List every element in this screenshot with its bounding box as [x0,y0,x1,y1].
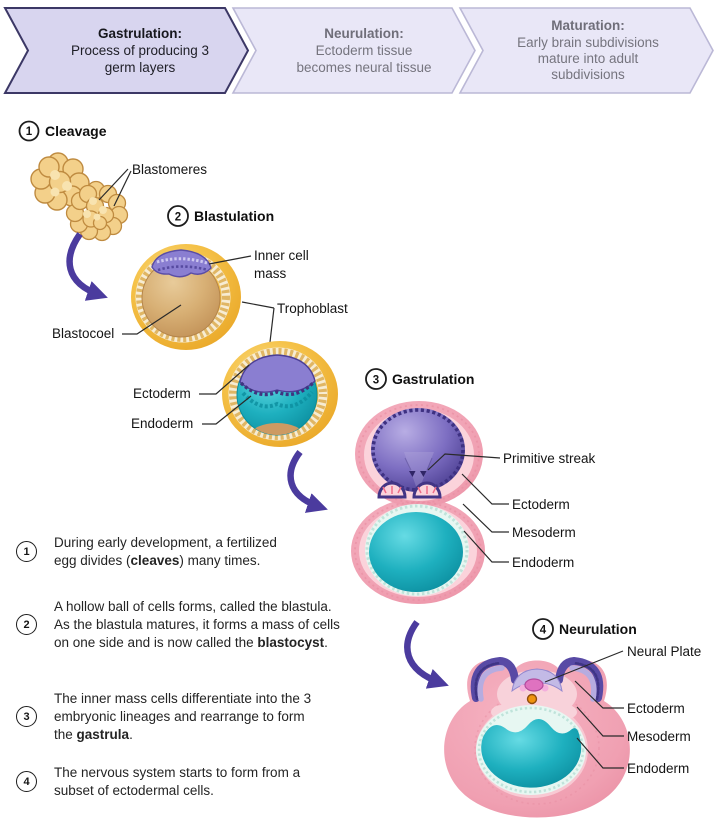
neural-groove-shape [524,678,544,692]
blastocyst-late-illustration [222,341,338,447]
step-title-blastulation: Blastulation [194,208,274,224]
label-inner-cell-mass: Inner cell mass [208,248,309,281]
banner-chevron-neurulation [231,7,476,94]
banner-gastrulation-line2: germ layers [105,60,176,75]
banner-neurulation-line2: becomes neural tissue [296,60,431,75]
note-number-badge: 1 [16,541,37,563]
gut-cavity-shape [481,718,582,788]
label-neurula-mesoderm: Mesoderm [576,706,691,744]
note-item: 2 A hollow ball of cells forms, called t… [16,598,342,651]
svg-text:2: 2 [175,212,181,224]
banner-chevron-gastrulation [3,7,250,94]
svg-text:Blastocoel: Blastocoel [52,326,114,341]
label-blastomeres: Blastomeres [98,162,207,207]
morula-illustration-small [30,152,90,211]
svg-text:Endoderm: Endoderm [512,555,574,570]
step-number-badge [167,205,189,227]
step-number-badge [18,120,40,142]
endoderm-chamber-shape [369,512,463,592]
note-text: A hollow ball of cells forms, called the… [54,599,340,650]
svg-text:Ectoderm: Ectoderm [627,701,685,716]
note-text: During early development, a fertilized e… [54,535,277,568]
svg-text:1: 1 [26,126,33,138]
label-neurula-endoderm: Endoderm [576,737,689,776]
label-gastrula-endoderm: Endoderm [463,530,574,570]
svg-text:mass: mass [254,266,287,281]
note-text: The inner mass cells differentiate into … [54,691,312,742]
note-number-badge: 4 [16,771,37,793]
ectoderm-chamber-shape [371,408,465,492]
step-heading-blastulation: 2 Blastulation [167,205,274,227]
label-neurula-ectoderm: Ectoderm [574,680,685,716]
note-number-badge: 3 [16,706,37,728]
label-gastrula-ectoderm: Ectoderm [461,473,570,512]
svg-text:Blastomeres: Blastomeres [132,162,207,177]
curved-arrow-icon [287,450,328,513]
banner-maturation-line1: Early brain subdivisions [517,35,659,50]
banner-neurulation-title: Neurulation: [324,26,404,41]
svg-text:Mesoderm: Mesoderm [627,729,691,744]
label-neural-plate: Neural Plate [544,644,701,683]
note-item: 1 During early development, a fertilized… [16,534,279,570]
svg-text:4: 4 [540,625,547,637]
svg-text:3: 3 [373,375,379,387]
label-gastrula-mesoderm: Mesoderm [462,503,576,540]
primitive-streak-marks [404,457,433,477]
step-title-gastrulation: Gastrulation [392,371,474,387]
svg-text:Inner cell: Inner cell [254,248,309,263]
label-blastocoel: Blastocoel [52,304,182,341]
curved-arrow-icon [404,620,449,689]
ectoderm-band-shape [239,354,316,393]
step-heading-cleavage: 1 Cleavage [18,120,107,142]
label-primitive-streak: Primitive streak [427,451,596,471]
blastocyst-early-illustration [131,244,241,350]
svg-text:Endoderm: Endoderm [627,761,689,776]
banner-maturation-line2: mature into adult [538,51,639,66]
banner-maturation-line3: subdivisions [551,67,625,82]
inner-cell-mass-shape [151,249,212,278]
neural-fold-right [555,656,604,702]
note-item: 4 The nervous system starts to form from… [16,764,319,800]
banner-chevron-maturation [458,7,714,94]
curved-arrow-icon [66,232,108,301]
note-item: 3 The inner mass cells differentiate int… [16,690,326,743]
svg-text:Ectoderm: Ectoderm [512,497,570,512]
note-number-badge: 2 [16,614,37,636]
neural-fold-left [470,656,519,702]
label-blastula-ectoderm: Ectoderm [133,364,250,401]
step-heading-gastrulation: 3 Gastrulation [365,368,474,390]
step-title-cleavage: Cleavage [45,123,107,139]
svg-text:Neural Plate: Neural Plate [627,644,701,659]
morula-illustration-large [65,180,129,242]
banner-gastrulation-title: Gastrulation: [98,26,182,41]
gastrula-illustration [351,401,485,604]
notochord-dot [526,693,538,705]
step-heading-neurulation: 4 Neurulation [532,618,637,640]
label-trophoblast: Trophoblast [241,301,348,343]
banner-maturation-title: Maturation: [551,18,625,33]
note-text: The nervous system starts to form from a… [54,765,301,798]
label-blastula-endoderm: Endoderm [131,395,252,431]
svg-text:Ectoderm: Ectoderm [133,386,191,401]
neurula-illustration [444,656,630,818]
banner-neurulation-line1: Ectoderm tissue [316,43,413,58]
svg-text:Primitive streak: Primitive streak [503,451,596,466]
step-number-badge [532,618,554,640]
step-number-badge [365,368,387,390]
svg-text:Trophoblast: Trophoblast [277,301,348,316]
process-banner: Gastrulation: Process of producing 3 ger… [3,7,714,94]
banner-gastrulation-line1: Process of producing 3 [71,43,209,58]
svg-text:Mesoderm: Mesoderm [512,525,576,540]
step-title-neurulation: Neurulation [559,621,637,637]
svg-text:Endoderm: Endoderm [131,416,193,431]
